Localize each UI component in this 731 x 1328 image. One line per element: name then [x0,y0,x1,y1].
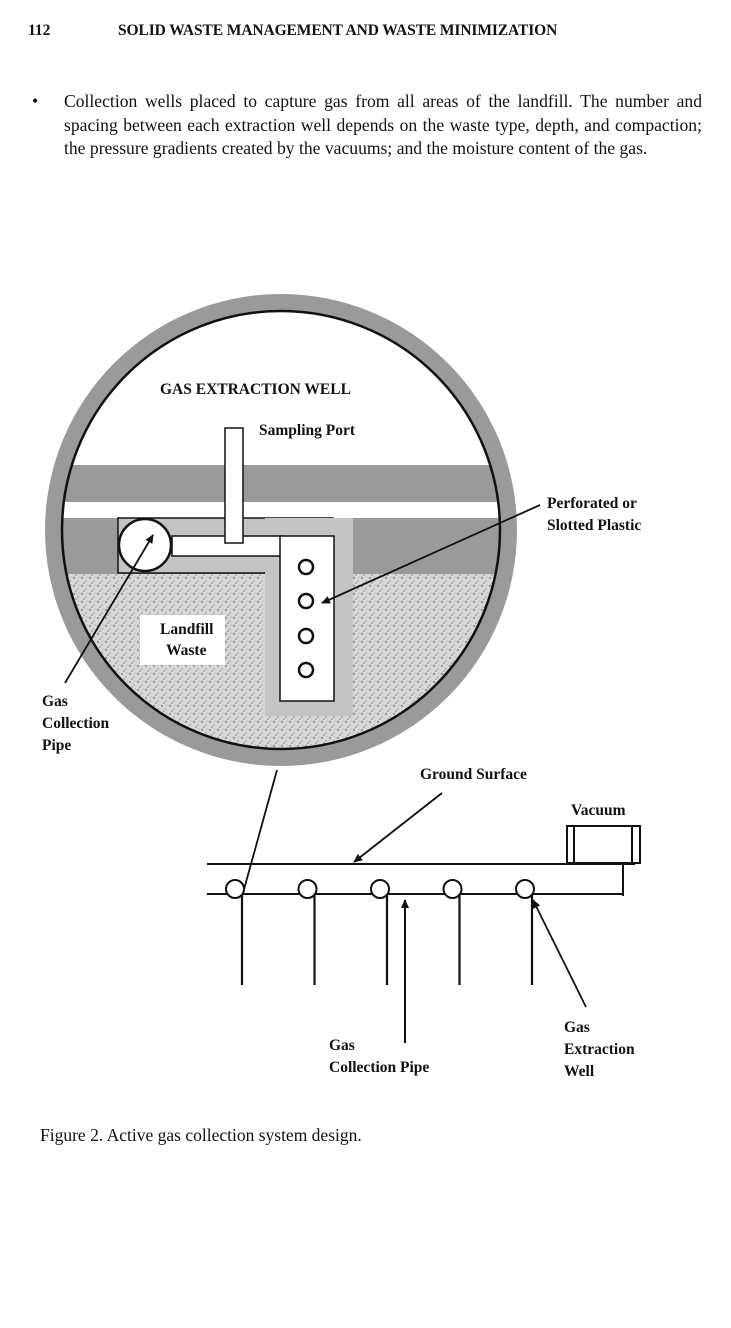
perforated-label-1: Perforated or [547,495,637,512]
vacuum-label: Vacuum [571,802,626,819]
gas-collection-pipe-leader [64,534,154,684]
sampling-port-pipe [224,427,244,544]
extraction-wells [225,879,535,985]
ground-surface-leader [353,792,443,863]
extraction-well [297,879,318,985]
extraction-well [370,879,390,985]
perforated-label-2: Slotted Plastic [547,517,641,534]
wellhead-icon [370,879,390,899]
landfill-label-1: Landfill [160,621,214,638]
ground-surface-label: Ground Surface [420,766,527,783]
perforated-plastic-leader [321,504,541,604]
inset-title: GAS EXTRACTION WELL [160,381,351,398]
page-number: 112 [28,22,51,39]
bullet-text: Collection wells placed to capture gas f… [64,91,702,158]
bullet-icon: • [32,91,39,111]
landfill-label-2: Waste [166,642,207,659]
gcp-bottom-label-2: Collection Pipe [329,1059,429,1076]
gew-label-3: Well [564,1063,595,1080]
perforations [297,558,315,679]
inset-pointer-line [242,769,278,894]
sampling-port-label: Sampling Port [259,422,356,439]
cover-layer [62,465,500,502]
bullet-paragraph: • Collection wells placed to capture gas… [28,90,702,161]
wellhead-icon [515,879,535,899]
running-title: SOLID WASTE MANAGEMENT AND WASTE MINIMIZ… [118,22,558,39]
extraction-well [442,879,463,985]
extraction-well [225,879,245,985]
wellhead-icon [297,879,318,899]
well-inset [45,294,517,766]
gcp-left-label-3: Pipe [42,737,71,754]
vacuum-unit [566,825,641,864]
gew-label-2: Extraction [564,1041,635,1058]
extraction-well-leader [532,899,587,1008]
gas-collection-pipe-section [117,517,173,573]
figure-caption: Figure 2. Active gas collection system d… [40,1125,362,1145]
gcp-left-label-2: Collection [42,715,110,732]
wellhead-icon [225,879,245,899]
running-head: 112 SOLID WASTE MANAGEMENT AND WASTE MIN… [28,22,708,46]
landfill-waste-label-box [140,615,225,665]
extraction-well [515,879,535,985]
gcp-left-label-1: Gas [42,693,68,710]
wellhead-icon [442,879,463,899]
gcp-bottom-label-1: Gas [329,1037,355,1054]
gew-label-1: Gas [564,1019,590,1036]
